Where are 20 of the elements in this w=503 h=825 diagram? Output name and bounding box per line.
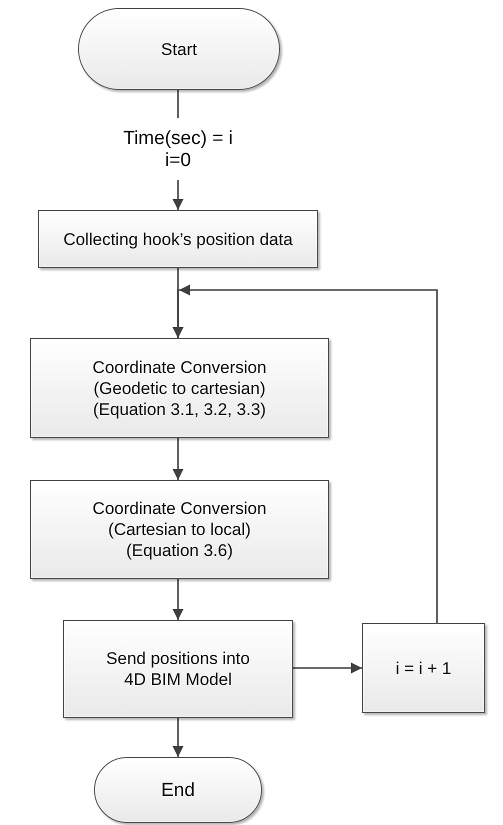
node-text: End [161,780,195,800]
node-text: Send positions into 4D BIM Model [105,648,251,690]
arrow [172,718,184,757]
node-text: Coordinate Conversion (Geodetic to cartesian) (Equation 3.1, 3.2, 3.3) [92,356,268,420]
process-box [30,338,329,438]
node-text: Coordinate Conversion (Cartesian to local) (Equation 3.6) [92,498,268,561]
process-box [38,210,318,268]
arrow [293,662,362,674]
process-box [362,623,485,713]
node-text: Collecting hook’s position data [63,228,293,250]
terminal-pill [94,757,262,823]
process-box [63,620,293,718]
arrow [172,579,184,620]
arrow [172,284,438,623]
arrow [172,90,184,210]
process-box [30,480,329,579]
terminal-pill [78,8,280,90]
arrow [172,438,184,480]
node-text: Start [161,38,197,60]
node-text: i = i + 1 [396,658,452,678]
